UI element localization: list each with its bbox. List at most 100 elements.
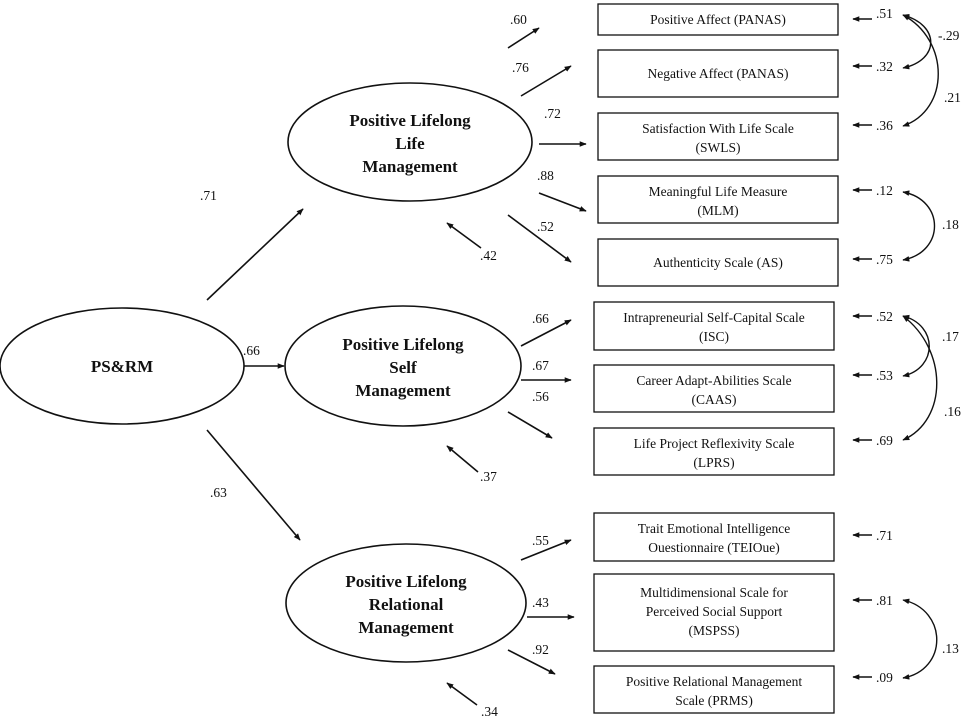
loading-arrow <box>507 214 572 263</box>
indicator-label: Ouestionnaire (TEIOue) <box>648 540 780 555</box>
covariance-arc <box>902 190 936 262</box>
indicator-mspss: Multidimensional Scale for Perceived Soc… <box>593 573 835 652</box>
indicator-as: Authenticity Scale (AS) <box>597 238 839 287</box>
covariance-value: .17 <box>942 329 959 344</box>
indicator-label: Negative Affect (PANAS) <box>648 66 789 81</box>
covariance-arc <box>902 314 930 378</box>
residual-arrow-life <box>446 222 482 249</box>
loading-coef: .60 <box>510 12 527 27</box>
latent-relational-label-2: Relational <box>369 595 444 614</box>
loading-coef: .52 <box>537 219 554 234</box>
loading-coef: .55 <box>532 533 549 548</box>
error-value: .36 <box>876 118 893 133</box>
loading-arrow <box>520 65 572 97</box>
error-value: .12 <box>876 183 893 198</box>
root-latent: PS&RM <box>0 307 245 425</box>
indicator-panas-negative: Negative Affect (PANAS) <box>597 49 839 98</box>
path-arrow-relational <box>206 429 301 541</box>
latent-self-ellipse <box>284 305 522 427</box>
covariance-value: .13 <box>942 641 959 656</box>
residual-relational: .34 <box>481 704 498 719</box>
indicator-label: (LPRS) <box>693 455 734 470</box>
loading-arrow <box>520 319 572 347</box>
loading-coef: .66 <box>532 311 549 326</box>
indicator-caas: Career Adapt-Abilities Scale (CAAS) <box>593 364 835 413</box>
latent-self-label-3: Management <box>355 381 451 400</box>
indicator-box <box>593 573 835 652</box>
latent-relational: Positive Lifelong Relational Management <box>285 543 527 663</box>
indicator-label: Meaningful Life Measure <box>649 184 788 199</box>
indicator-box <box>597 238 839 287</box>
indicator-label: (MLM) <box>697 203 738 218</box>
covariance-arc <box>902 598 938 680</box>
loading-arrow <box>507 27 540 49</box>
path-coef-relational: .63 <box>210 485 227 500</box>
indicator-prms: Positive Relational Management Scale (PR… <box>593 665 835 714</box>
covariance-value: .18 <box>942 217 959 232</box>
latent-relational-label-3: Management <box>358 618 454 637</box>
covariance-arc <box>902 13 932 70</box>
loading-arrow <box>520 539 572 561</box>
loading-coef: .72 <box>544 106 561 121</box>
indicator-label: Life Project Reflexivity Scale <box>634 436 795 451</box>
indicator-box <box>593 301 835 351</box>
indicator-swls: Satisfaction With Life Scale (SWLS) <box>597 112 839 161</box>
covariance-value: .16 <box>944 404 961 419</box>
loading-coef: .67 <box>532 358 549 373</box>
error-value: .69 <box>876 433 893 448</box>
latent-relational-label-1: Positive Lifelong <box>345 572 467 591</box>
indicator-box <box>597 175 839 224</box>
indicator-box <box>593 427 835 476</box>
latent-relational-ellipse <box>285 543 527 663</box>
latent-self-label-1: Positive Lifelong <box>342 335 464 354</box>
indicator-label: Career Adapt-Abilities Scale <box>636 373 791 388</box>
loading-coef: .92 <box>532 642 549 657</box>
root-label: PS&RM <box>91 357 153 376</box>
indicator-teique: Trait Emotional Intelligence Ouestionnai… <box>593 512 835 562</box>
indicator-label: (ISC) <box>699 329 729 344</box>
error-value: .81 <box>876 593 893 608</box>
covariance-value: -.29 <box>938 28 960 43</box>
indicator-panas-positive: Positive Affect (PANAS) <box>597 3 839 36</box>
residual-self: .37 <box>480 469 497 484</box>
indicator-label: Positive Relational Management <box>626 674 802 689</box>
indicator-label: (MSPSS) <box>688 623 739 638</box>
indicator-label: Scale (PRMS) <box>675 693 753 708</box>
latent-life-ellipse <box>287 82 533 202</box>
indicator-label: Intrapreneurial Self-Capital Scale <box>623 310 804 325</box>
latent-life-label-2: Life <box>395 134 425 153</box>
indicator-label: Perceived Social Support <box>646 604 783 619</box>
covariance-arc <box>902 315 938 441</box>
loading-arrow <box>507 649 556 675</box>
indicator-label: Positive Affect (PANAS) <box>650 12 786 27</box>
indicator-box <box>593 364 835 413</box>
loading-coef: .43 <box>532 595 549 610</box>
error-value: .51 <box>876 6 893 21</box>
latent-life-label-3: Management <box>362 157 458 176</box>
residual-arrow-relational <box>446 682 478 706</box>
indicator-label: Authenticity Scale (AS) <box>653 255 783 270</box>
path-arrow-life <box>206 208 304 301</box>
latent-self: Positive Lifelong Self Management <box>284 305 522 427</box>
loading-arrow <box>538 192 587 212</box>
loading-coef: .88 <box>537 168 554 183</box>
error-value: .71 <box>876 528 893 543</box>
path-coef-self: .66 <box>243 343 260 358</box>
indicator-box <box>597 49 839 98</box>
residual-life: .42 <box>480 248 497 263</box>
covariance-value: .21 <box>944 90 961 105</box>
indicator-box <box>597 3 839 36</box>
path-coef-life: .71 <box>200 188 217 203</box>
error-value: .53 <box>876 368 893 383</box>
indicator-label: Satisfaction With Life Scale <box>642 121 794 136</box>
residual-arrow-self <box>446 445 479 473</box>
latent-life: Positive Lifelong Life Management <box>287 82 533 202</box>
loading-coef: .56 <box>532 389 549 404</box>
indicator-label: (SWLS) <box>696 140 741 155</box>
error-value: .75 <box>876 252 893 267</box>
latent-life-label-1: Positive Lifelong <box>349 111 471 130</box>
indicator-box <box>593 665 835 714</box>
indicator-isc: Intrapreneurial Self-Capital Scale (ISC) <box>593 301 835 351</box>
indicator-box <box>593 512 835 562</box>
